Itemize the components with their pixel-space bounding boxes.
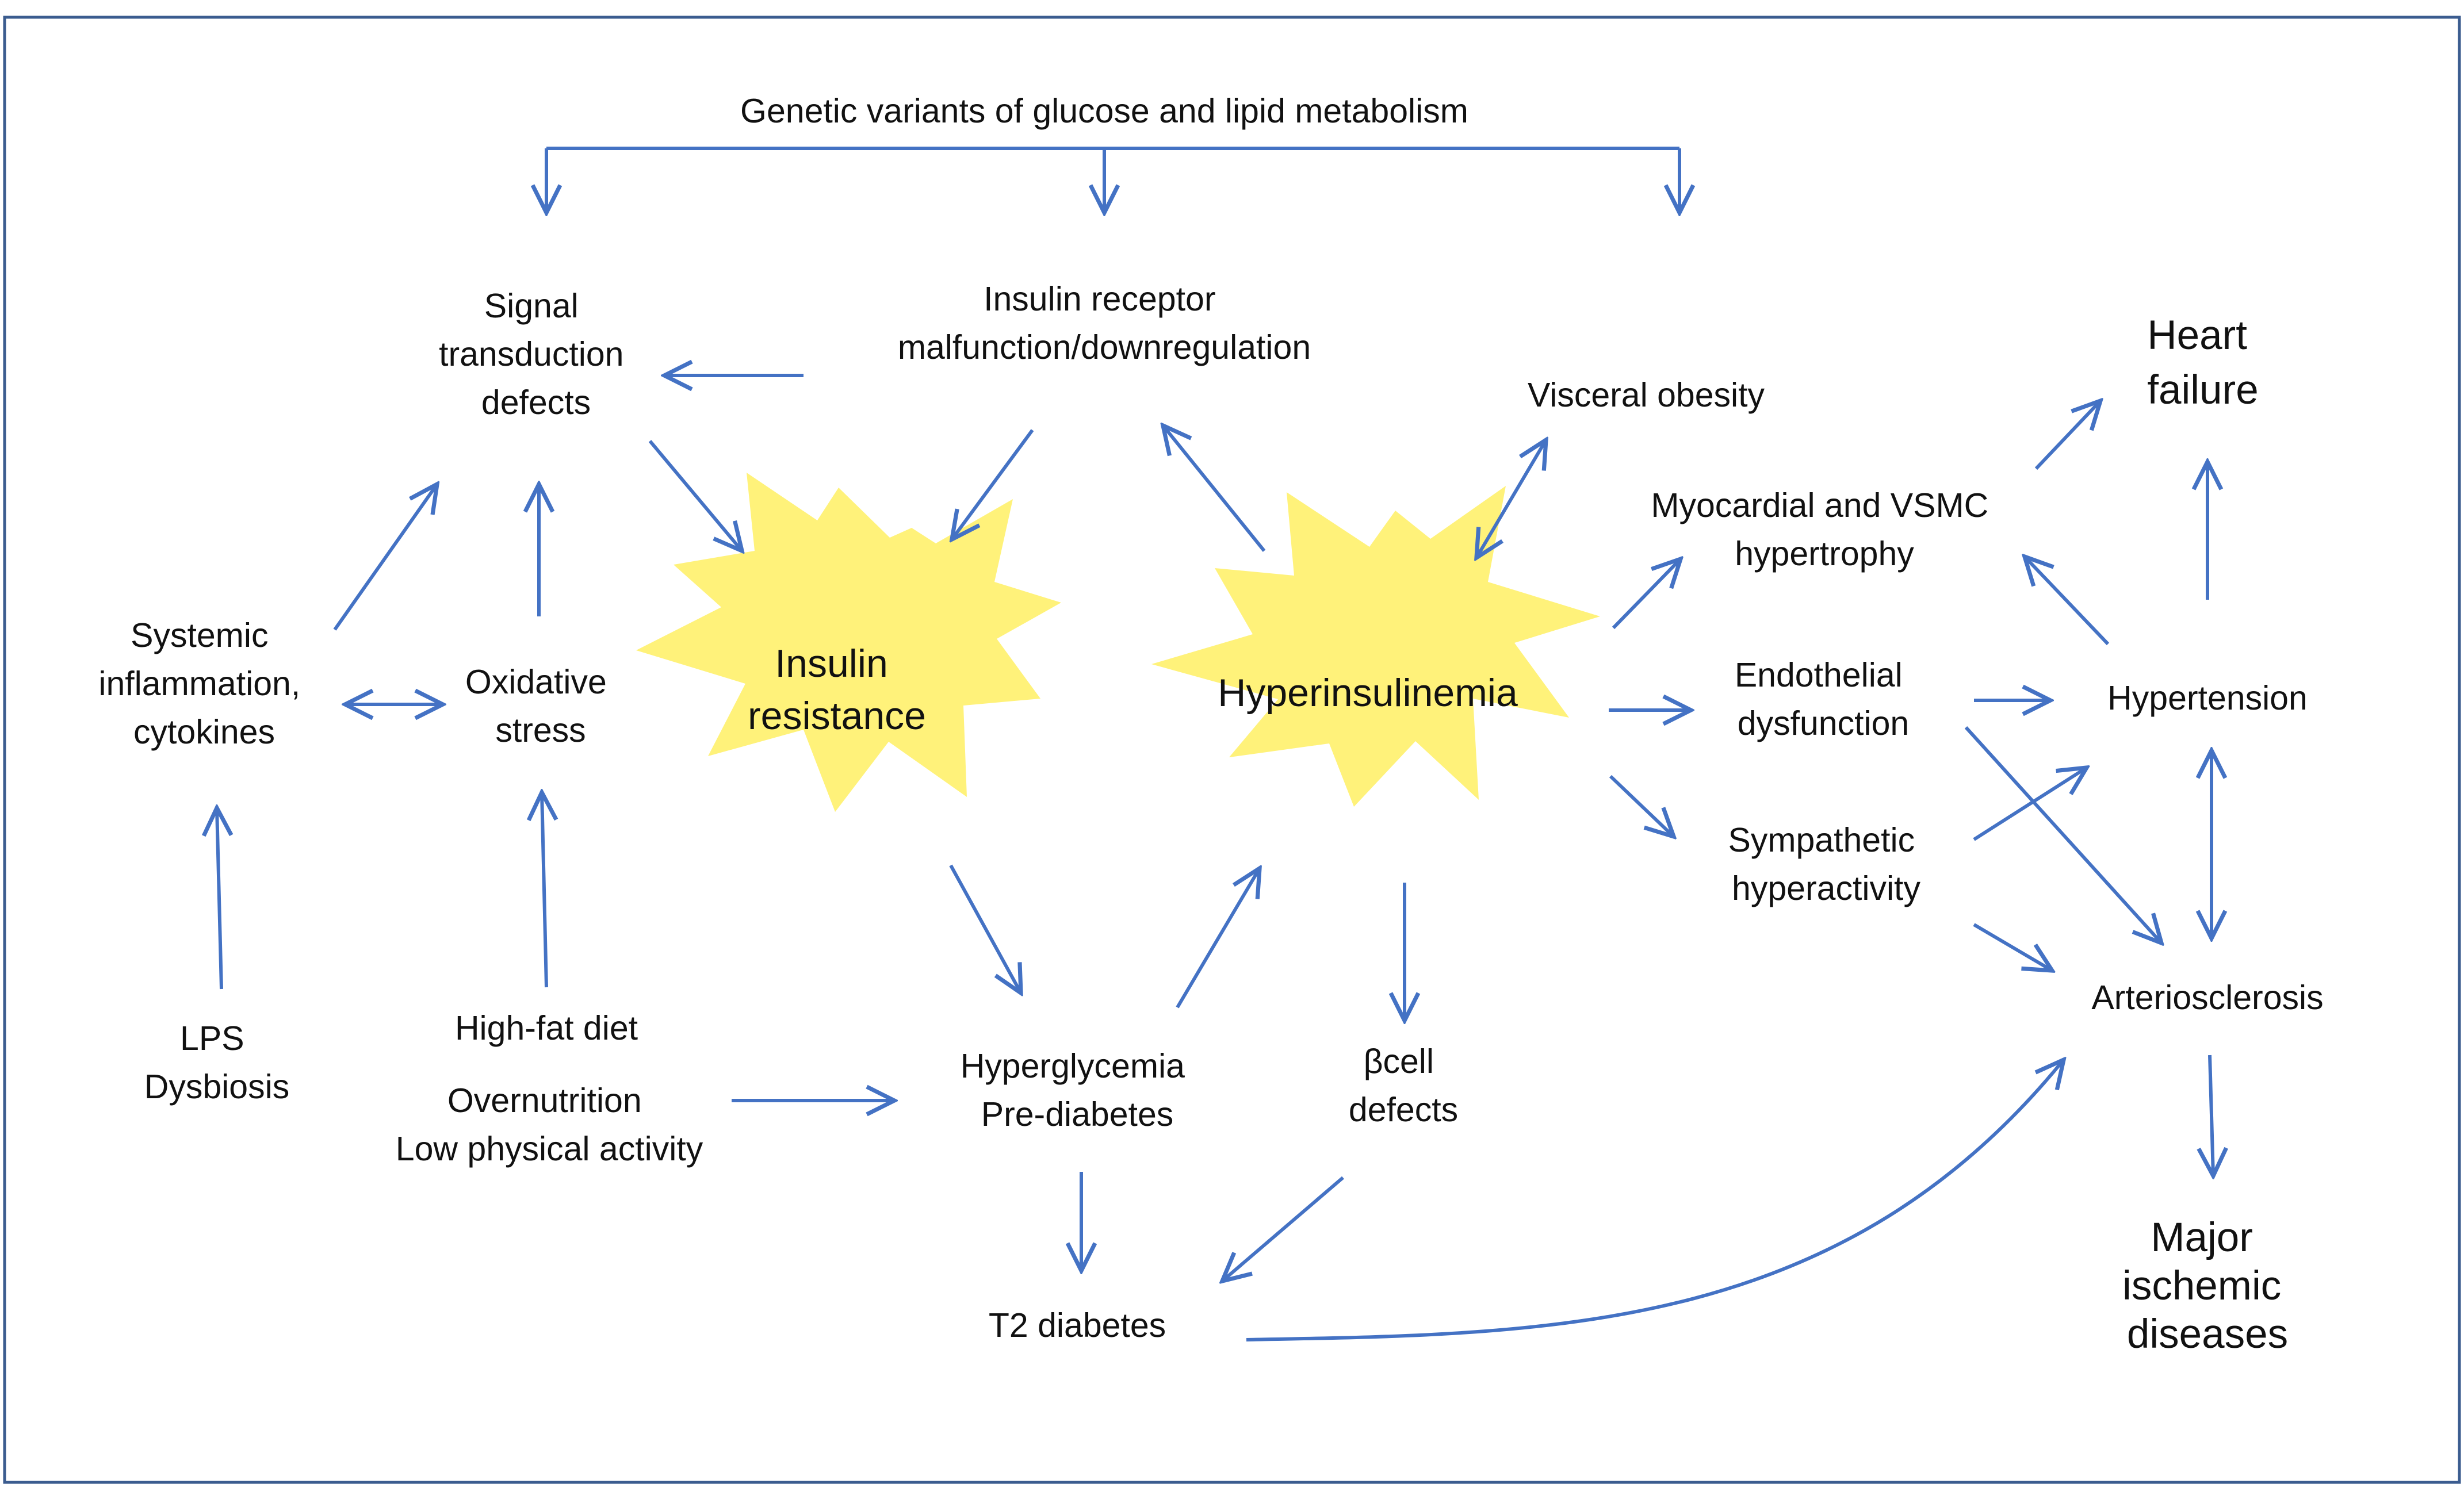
systemic-inflammation-label: Systemic inflammation, cytokines [98,616,309,751]
arrow-highfat-to-oxidative [542,792,546,988]
major-ischemic-label: Major ischemic diseases [2122,1215,2293,1357]
genetic-variants-label: Genetic variants of glucose and lipid me… [740,92,1468,130]
arrow-resistance-to-hyperglycemia [949,864,1021,993]
signal-transduction-label: Signal transduction defects [439,287,633,421]
t2-diabetes-label: T2 diabetes [989,1306,1166,1344]
oxidative-stress-label: Oxidative stress [465,663,616,749]
hyperinsulinemia-label: Hyperinsulinemia [1218,671,1518,715]
insulin-resistance-label: Insulin resistance [748,642,926,738]
arrow-endothelial-to-arteriosclerosis [1964,726,2161,943]
arrow-arteriosclerosis-to-major [2210,1055,2213,1176]
endothelial-dysfunction-label: Endothelial dysfunction [1735,656,1912,742]
heart-failure-label: Heart failure [2147,313,2258,413]
arrow-hyperinsulinemia-to-myocardial [1612,559,1681,630]
arrow-receptor-to-resistance [952,429,1034,539]
arrow-visceral-hyperinsulinemia [1476,440,1546,558]
arrow-hyperinsulinemia-to-receptor [1163,425,1266,552]
arrow-sympathetic-to-hypertension [1973,768,2087,841]
arrow-hypertension-to-myocardial [2025,557,2110,646]
beta-cell-defects-label: βcell defects [1349,1042,1458,1129]
lps-dysbiosis-label: LPS Dysbiosis [144,1019,289,1106]
arrow-group [217,147,2213,1341]
arrow-hyperglycemia-to-hyperinsulinemia [1176,868,1260,1009]
high-fat-diet-label: High-fat diet [455,1009,638,1047]
insulin-receptor-label: Insulin receptor malfunction/downregulat… [898,280,1311,366]
arrow-hyperinsulinemia-to-sympathetic [1609,775,1674,837]
arrow-lps-to-systemic [217,808,221,990]
arrow-systemic-to-signal [333,484,437,631]
arteriosclerosis-label: Arteriosclerosis [2091,979,2323,1017]
myocardial-hypertrophy-label: Myocardial and VSMC hypertrophy [1651,486,1998,573]
arrow-beta-to-t2 [1222,1176,1344,1281]
visceral-obesity-label: Visceral obesity [1528,376,1765,414]
diagram-frame [3,16,2461,1484]
arrow-sympathetic-to-arteriosclerosis [1973,923,2052,971]
insulin-resistance-starburst [636,473,1061,812]
sympathetic-hyperactivity-label: Sympathetic hyperactivity [1728,821,1924,907]
hyperglycemia-label: Hyperglycemia Pre-diabetes [961,1047,1195,1133]
hyperinsulinemia-starburst [1151,486,1600,807]
arrow-myocardial-to-heartfailure [2034,401,2100,470]
arrow-signal-to-resistance [648,440,742,551]
overnutrition-label: Overnutrition Low physical activity [396,1082,703,1168]
hypertension-label: Hypertension [2107,679,2308,717]
arrow-t2-to-arteriosclerosis [1246,1060,2064,1341]
